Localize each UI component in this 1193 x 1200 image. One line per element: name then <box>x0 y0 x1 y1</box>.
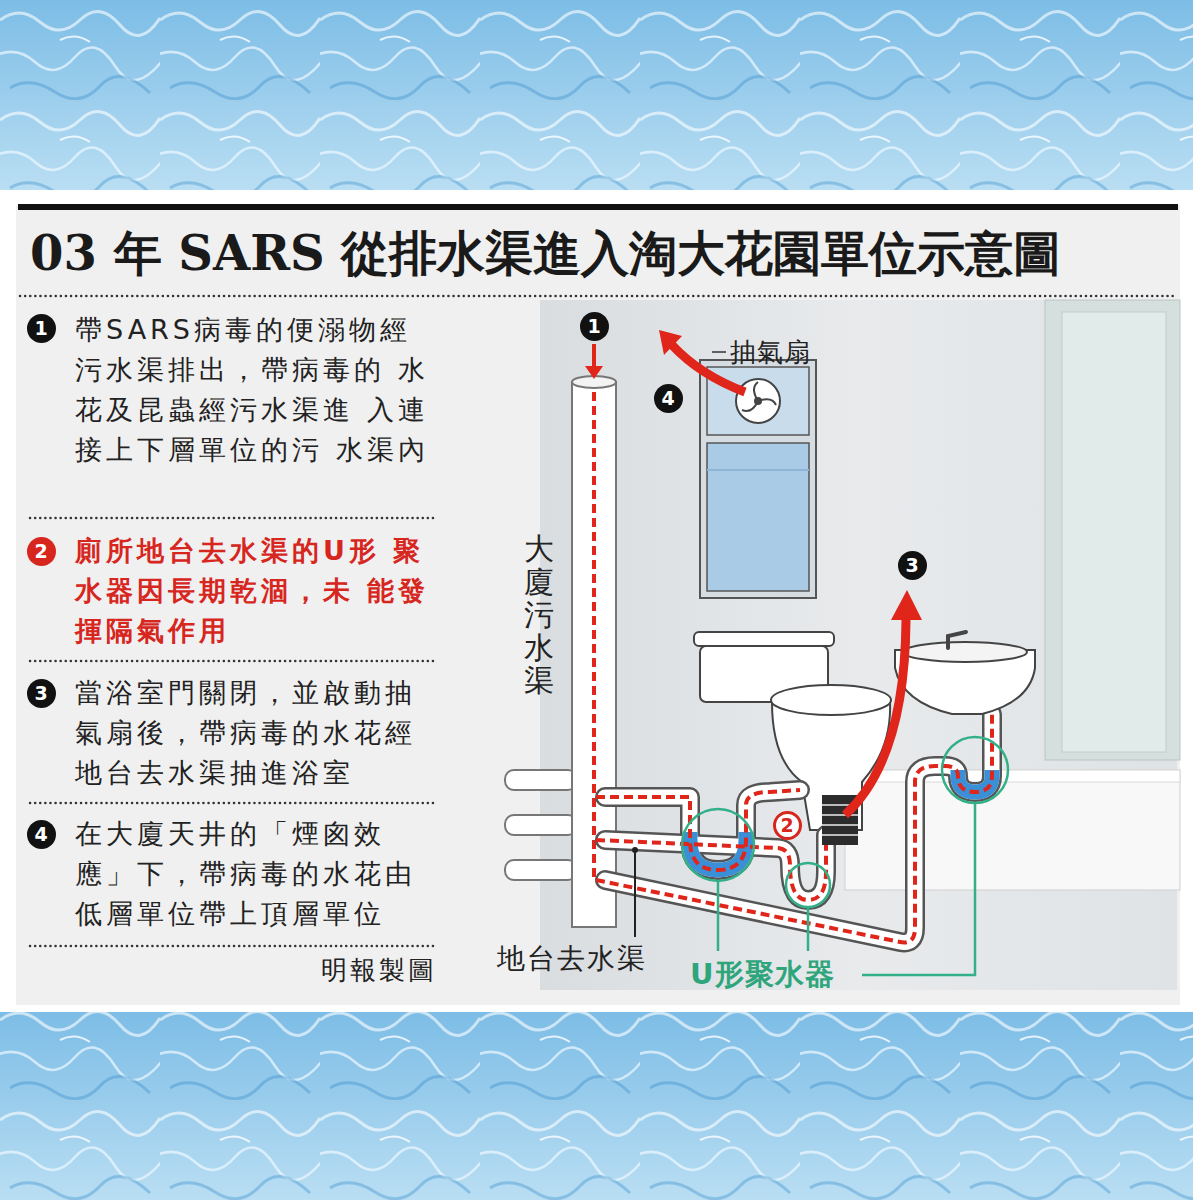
part-label-text: 抽氣扇 <box>730 336 811 368</box>
callout-number: 1 <box>34 319 47 338</box>
part-label-text: 地台去水渠 <box>497 942 647 976</box>
title-text: 03 年 SARS 從排水渠進入淘大花園單位示意圖 <box>30 225 1061 281</box>
part-label-text: 大廈污水渠 <box>524 532 554 697</box>
callout-circle: 4 <box>27 820 56 849</box>
step-text: 在大廈天井的「煙囪效 應」下，帶病毒的水花由 低層單位帶上頂層單位 <box>75 814 439 934</box>
callout-number: 1 <box>587 317 600 336</box>
callout-circle: 1 <box>580 312 609 341</box>
callout-number: 2 <box>780 816 793 835</box>
step-text-text: 廁所地台去水渠的U形 聚水器因長期乾涸，未 能發揮隔氣作用 <box>75 531 439 651</box>
part-label: 大廈污水渠 <box>524 532 554 697</box>
part-label: U形聚水器 <box>690 956 835 992</box>
step-text: 帶SARS病毒的便溺物經 污水渠排出，帶病毒的 水花及昆蟲經污水渠進 入連接上下… <box>75 310 439 470</box>
callout-circle: 3 <box>27 679 56 708</box>
credit-text: 明報製圖 <box>237 953 437 987</box>
step-text-text: 當浴室門關閉，並啟動抽 氣扇後，帶病毒的水花經 地台去水渠抽進浴室 <box>75 673 439 793</box>
part-label: 地台去水渠 <box>497 942 647 976</box>
callout-number: 3 <box>34 684 47 703</box>
credit: 明報製圖 <box>237 953 437 987</box>
callout-number: 2 <box>34 542 47 561</box>
callout-circle: 1 <box>27 314 56 343</box>
part-label: 抽氣扇 <box>730 336 811 368</box>
step-text: 當浴室門關閉，並啟動抽 氣扇後，帶病毒的水花經 地台去水渠抽進浴室 <box>75 673 439 793</box>
callout-circle: 2 <box>773 811 802 840</box>
callout-circle: 3 <box>898 551 927 580</box>
callout-circle: 2 <box>27 537 56 566</box>
step-text: 廁所地台去水渠的U形 聚水器因長期乾涸，未 能發揮隔氣作用 <box>75 531 439 651</box>
callout-number: 4 <box>661 389 674 408</box>
diagram-title: 03 年 SARS 從排水渠進入淘大花園單位示意圖 <box>30 222 1061 284</box>
callout-number: 3 <box>905 556 918 575</box>
callout-circle: 4 <box>654 384 683 413</box>
step-text-text: 帶SARS病毒的便溺物經 污水渠排出，帶病毒的 水花及昆蟲經污水渠進 入連接上下… <box>75 310 439 470</box>
callout-number: 4 <box>34 825 47 844</box>
part-label-text: U形聚水器 <box>690 956 835 992</box>
step-text-text: 在大廈天井的「煙囪效 應」下，帶病毒的水花由 低層單位帶上頂層單位 <box>75 814 439 934</box>
